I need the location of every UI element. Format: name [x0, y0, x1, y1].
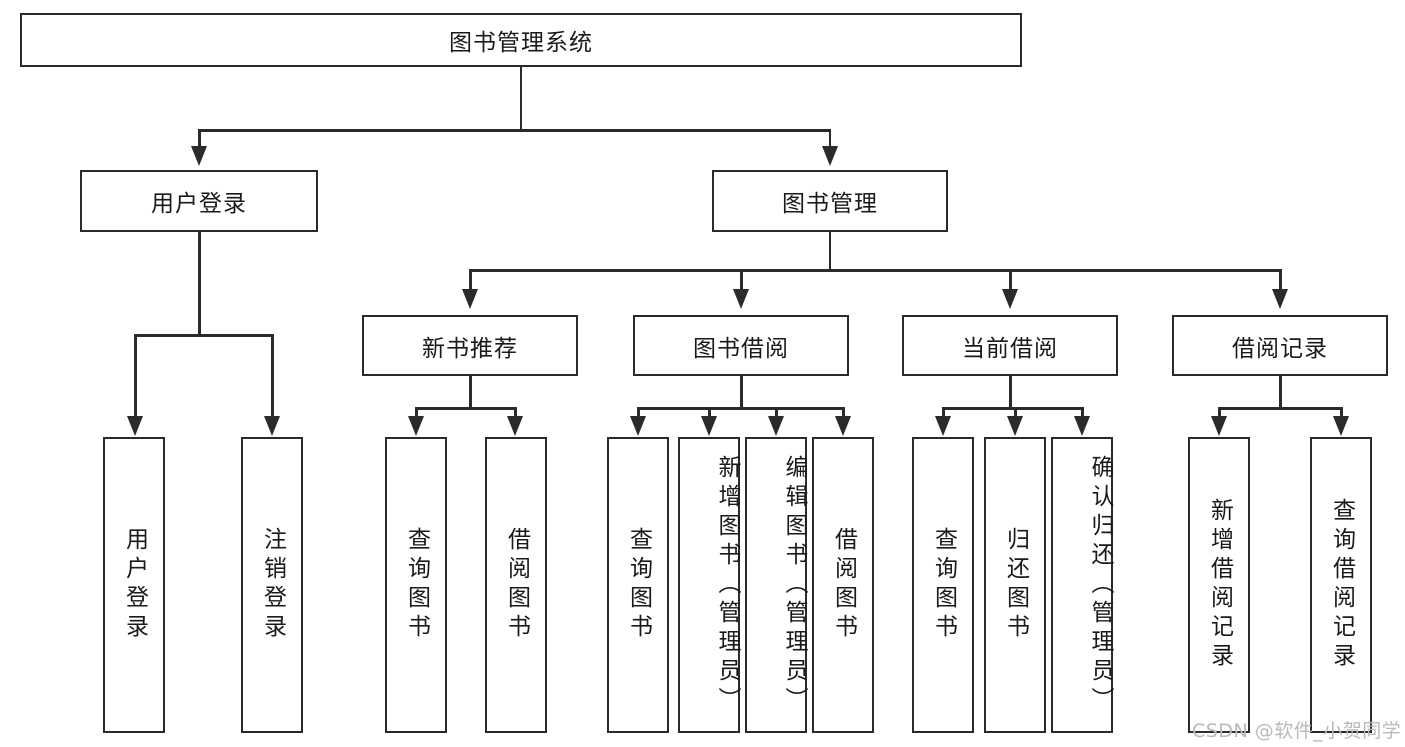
connector-bb-to-add: [708, 407, 711, 417]
leaf-confirm-return[interactable]: 确认归还（管理员）: [1051, 437, 1113, 733]
leaf-user-login-label: 用户登录: [121, 527, 148, 643]
arrow-nbr-to-borrow: [507, 416, 523, 436]
leaf-add-book[interactable]: 新增图书（管理员）: [678, 437, 740, 733]
leaf-borrow-book-1[interactable]: 借阅图书: [485, 437, 547, 733]
node-new-book-recommend[interactable]: 新书推荐: [362, 315, 578, 376]
node-new-book-recommend-label: 新书推荐: [422, 335, 518, 362]
node-root[interactable]: 图书管理系统: [20, 13, 1022, 67]
connector-user-login-bus: [134, 334, 273, 337]
csdn-watermark: CSDN @软件_小贺同学: [1192, 720, 1402, 742]
node-root-label: 图书管理系统: [449, 30, 593, 56]
arrow-bb-to-add: [701, 416, 717, 436]
arrow-bm-to-borrow-record: [1272, 289, 1288, 309]
connector-bb-to-borrow: [842, 407, 845, 417]
leaf-add-record-label: 新增借阅记录: [1206, 498, 1233, 672]
node-book-manage[interactable]: 图书管理: [712, 170, 948, 232]
connector-cb-stem: [1009, 376, 1012, 409]
leaf-user-logout[interactable]: 注销登录: [241, 437, 303, 733]
node-borrow-record-label: 借阅记录: [1232, 335, 1328, 362]
leaf-query-book-3[interactable]: 查询图书: [912, 437, 974, 733]
arrow-root-to-user-login: [191, 146, 207, 166]
connector-root-bus: [198, 129, 830, 132]
connector-nbr-stem: [469, 376, 472, 409]
node-user-login[interactable]: 用户登录: [80, 170, 318, 232]
leaf-borrow-book-1-label: 借阅图书: [503, 527, 530, 643]
connector-br-to-query-record: [1340, 407, 1343, 417]
arrow-bm-to-book-borrow: [733, 289, 749, 309]
connector-book-manage-stem: [828, 232, 831, 270]
arrow-br-to-query-record: [1333, 416, 1349, 436]
connector-ul-to-leaf-login: [134, 334, 137, 416]
node-current-borrow[interactable]: 当前借阅: [902, 315, 1118, 376]
connector-nbr-bus: [415, 407, 516, 410]
leaf-query-book-2[interactable]: 查询图书: [607, 437, 669, 733]
connector-bb-bus: [637, 407, 844, 410]
arrow-bb-to-edit: [768, 416, 784, 436]
leaf-borrow-book-2-label: 借阅图书: [830, 527, 857, 643]
arrow-root-to-book-manage: [822, 146, 838, 166]
connector-br-stem: [1279, 376, 1282, 409]
leaf-edit-book-label: 编辑图书（管理员）: [781, 454, 807, 716]
connector-bb-to-edit: [775, 407, 778, 417]
leaf-query-book-2-label: 查询图书: [625, 527, 652, 643]
connector-cb-to-return: [1014, 407, 1017, 417]
leaf-edit-book[interactable]: 编辑图书（管理员）: [745, 437, 807, 733]
connector-br-to-add-record: [1218, 407, 1221, 417]
connector-root-to-user-login: [198, 129, 201, 146]
node-book-borrow[interactable]: 图书借阅: [633, 315, 849, 376]
arrow-ul-to-leaf-login: [127, 416, 143, 436]
arrow-bm-to-new-book: [462, 289, 478, 309]
connector-bm-to-book-borrow: [740, 269, 743, 289]
connector-bm-to-current-borrow: [1009, 269, 1012, 289]
leaf-confirm-return-label: 确认归还（管理员）: [1087, 454, 1113, 716]
node-user-login-label: 用户登录: [151, 191, 247, 217]
arrow-cb-to-query: [935, 416, 951, 436]
connector-cb-to-query: [942, 407, 945, 417]
node-book-borrow-label: 图书借阅: [693, 335, 789, 362]
arrow-bm-to-current-borrow: [1002, 289, 1018, 309]
leaf-return-book[interactable]: 归还图书: [984, 437, 1046, 733]
arrow-bb-to-query: [630, 416, 646, 436]
node-book-manage-label: 图书管理: [782, 191, 878, 217]
connector-nbr-to-query: [415, 407, 418, 417]
connector-cb-to-confirm: [1081, 407, 1084, 417]
connector-root-to-book-manage: [828, 129, 831, 146]
connector-ul-to-leaf-logout: [271, 334, 274, 416]
connector-bm-to-borrow-record: [1279, 269, 1282, 289]
leaf-query-book-3-label: 查询图书: [930, 527, 957, 643]
arrow-br-to-add-record: [1211, 416, 1227, 436]
node-borrow-record[interactable]: 借阅记录: [1172, 315, 1388, 376]
arrow-nbr-to-query: [408, 416, 424, 436]
arrow-cb-to-confirm: [1074, 416, 1090, 436]
connector-nbr-to-borrow: [514, 407, 517, 417]
leaf-query-book-1-label: 查询图书: [403, 527, 430, 643]
leaf-user-login[interactable]: 用户登录: [103, 437, 165, 733]
leaf-user-logout-label: 注销登录: [259, 527, 286, 643]
connector-bm-to-new-book: [469, 269, 472, 289]
connector-root-stem: [519, 67, 522, 130]
leaf-borrow-book-2[interactable]: 借阅图书: [812, 437, 874, 733]
leaf-query-record[interactable]: 查询借阅记录: [1310, 437, 1372, 733]
node-current-borrow-label: 当前借阅: [962, 335, 1058, 362]
connector-bb-stem: [740, 376, 743, 409]
connector-br-bus: [1218, 407, 1342, 410]
connector-book-manage-bus: [469, 269, 1281, 272]
leaf-add-book-label: 新增图书（管理员）: [714, 454, 740, 716]
arrow-ul-to-leaf-logout: [264, 416, 280, 436]
connector-user-login-stem: [198, 232, 201, 336]
connector-bb-to-query: [637, 407, 640, 417]
leaf-query-record-label: 查询借阅记录: [1328, 498, 1355, 672]
leaf-return-book-label: 归还图书: [1002, 527, 1029, 643]
arrow-cb-to-return: [1007, 416, 1023, 436]
leaf-query-book-1[interactable]: 查询图书: [385, 437, 447, 733]
leaf-add-record[interactable]: 新增借阅记录: [1188, 437, 1250, 733]
connector-cb-bus: [942, 407, 1082, 410]
arrow-bb-to-borrow: [835, 416, 851, 436]
